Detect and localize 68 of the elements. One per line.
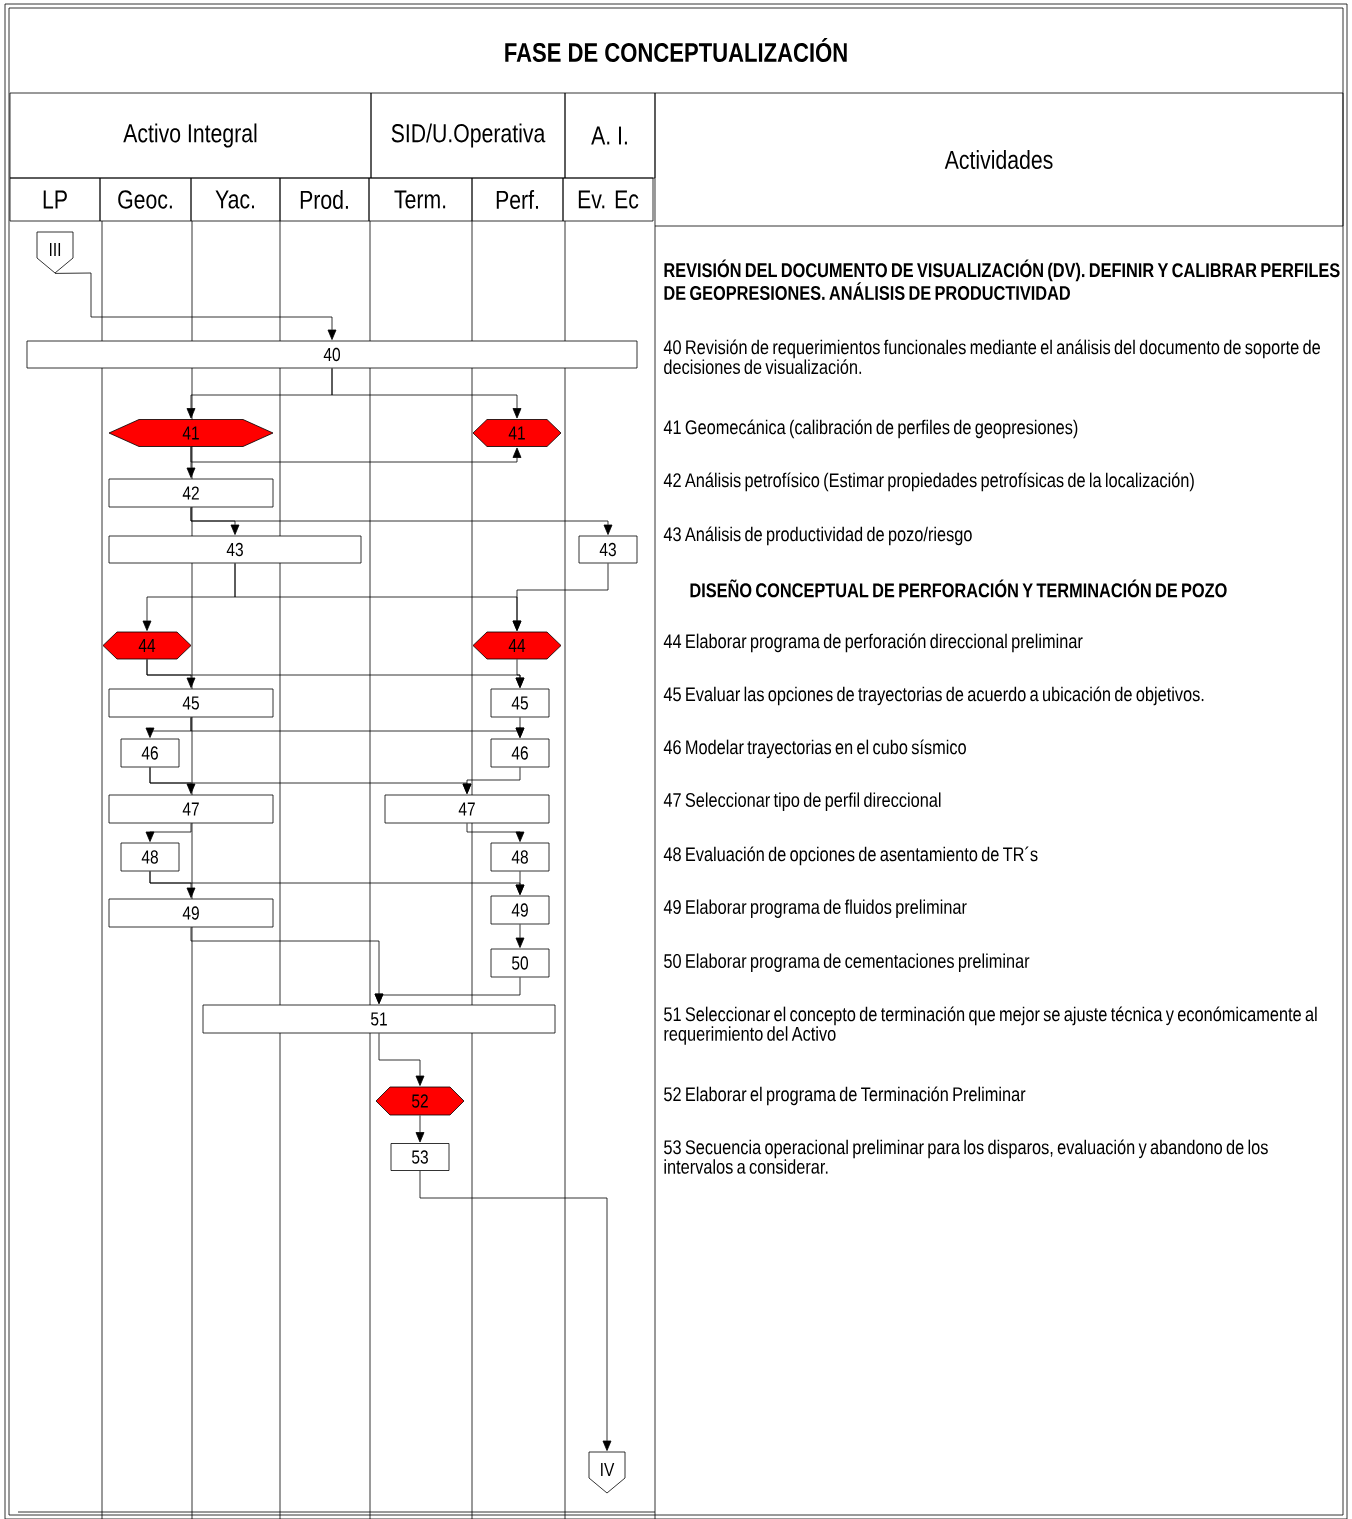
arrow	[462, 767, 521, 794]
arrow	[54, 272, 337, 340]
process-box: 42	[108, 478, 274, 508]
process-box: 48	[120, 842, 180, 872]
title: FASE DE CONCEPTUALIZACIÓN	[505, 37, 847, 63]
process-box: 45	[490, 688, 550, 718]
off-page-connector: III	[36, 231, 74, 274]
header-cell: SID/U.Operativa	[370, 92, 566, 179]
arrow	[190, 446, 522, 463]
activity-text: 49 Elaborar programa de fluidos preliminar	[663, 899, 967, 918]
header-cell: Term.	[368, 177, 473, 222]
process-box: 40	[26, 340, 638, 369]
arrow	[378, 1033, 425, 1086]
process-box: 43	[578, 535, 638, 564]
activity-text: 52 Elaborar el programa de Terminación Preliminar	[664, 1086, 1026, 1106]
activity-heading: DISEÑO CONCEPTUAL DE PERFORACIÓN Y TERMINACIÓN DE POZO	[690, 579, 1227, 598]
activity-text: 50 Elaborar programa de cementaciones preliminar	[664, 953, 1030, 972]
arrow	[190, 507, 613, 535]
arrow	[466, 823, 525, 842]
activity-text: 51 Seleccionar el concepto de terminación que mejor se ajuste técnica y económicamente al requerimiento del Activo	[664, 1006, 1317, 1045]
header-cell: Activo Integral	[9, 92, 372, 179]
header-cell: Ev. Ec	[562, 177, 654, 222]
process-box: 45	[108, 688, 274, 718]
arrow	[415, 1115, 425, 1143]
activity-heading: REVISIÓN DEL DOCUMENTO DE VISUALIZACIÓN (DV). DEFINIR Y CALIBRAR PERFILES DE GEOPRESIONES. ANÁLISIS DE PRODUCTIVIDAD	[664, 259, 1340, 301]
hexagon-step: 52	[375, 1086, 465, 1116]
process-box: 46	[490, 738, 550, 768]
process-box: 46	[120, 738, 180, 768]
activity-text: 48 Evaluación de opciones de asentamiento de TR´s	[663, 846, 1038, 866]
arrow	[515, 717, 525, 738]
arrow	[515, 924, 525, 948]
arrow	[331, 368, 522, 419]
process-box: 51	[202, 1004, 556, 1034]
hexagon-step: 41	[472, 419, 562, 447]
activity-text: 53 Secuencia operacional preliminar para los disparos, evaluación y abandono de los intervalos a considerar.	[664, 1139, 1268, 1174]
process-box: 53	[390, 1143, 450, 1171]
activity-text: 43 Análisis de productividad de pozo/riesgo	[663, 526, 972, 546]
hexagon-step: 44	[472, 631, 562, 660]
arrow	[512, 563, 609, 631]
process-box: 47	[384, 794, 550, 824]
header-cell: LP	[9, 177, 101, 222]
arrow	[374, 977, 521, 1004]
activity-text: 44 Elaborar programa de perforación direccional preliminar	[663, 633, 1083, 653]
arrow	[515, 871, 525, 895]
process-box: 49	[108, 898, 274, 928]
arrow	[145, 823, 192, 842]
arrow	[419, 1170, 612, 1451]
arrow	[515, 659, 525, 688]
process-box: 47	[108, 794, 274, 824]
process-box: 49	[490, 895, 550, 925]
header-cell: Geoc.	[99, 177, 192, 222]
activity-text: 41 Geomecánica (calibración de perfiles de geopresiones)	[663, 419, 1078, 439]
header-cell: Yac.	[190, 177, 281, 222]
process-box: 50	[490, 948, 550, 978]
hexagon-step: 41	[108, 419, 274, 447]
activity-text: 45 Evaluar las opciones de trayectorias de acuerdo a ubicación de objetivos.	[663, 686, 1204, 706]
process-box: 48	[490, 842, 550, 872]
activity-text: 47 Seleccionar tipo de perfil direccional	[663, 792, 941, 811]
hexagon-step: 44	[102, 631, 192, 660]
activity-text: 42 Análisis petrofísico (Estimar propiedades petrofísicas de la localización)	[663, 472, 1194, 492]
header-cell: A. I.	[564, 92, 656, 179]
off-page-connector: IV	[588, 1451, 626, 1494]
process-box: 43	[108, 535, 362, 564]
header-cell: Perf.	[471, 177, 564, 222]
activity-text: 46 Modelar trayectorias en el cubo sísmico	[663, 739, 966, 759]
header-cell: Prod.	[279, 177, 370, 222]
activity-text: 40 Revisión de requerimientos funcionales mediante el análisis del documento de soporte de decisiones de visualización.	[663, 339, 1321, 375]
header-cell: Actividades	[654, 92, 1344, 227]
